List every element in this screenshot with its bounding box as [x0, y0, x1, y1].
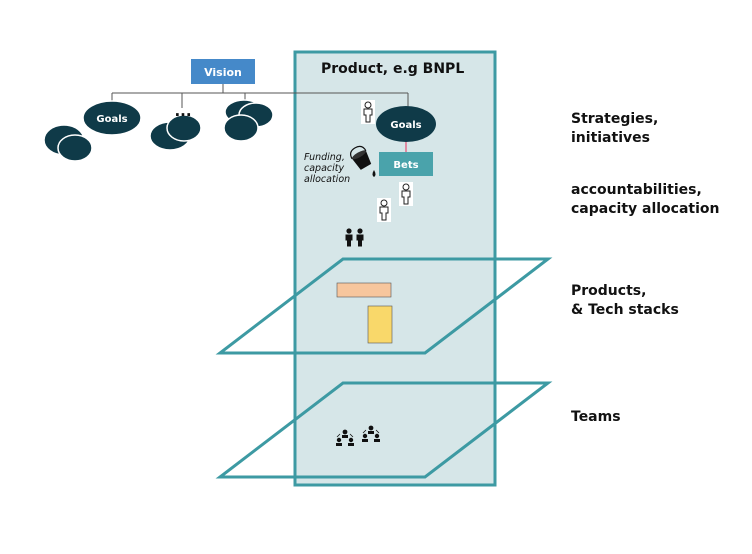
side-label-accountabilities: accountabilities, capacity allocation [571, 182, 720, 217]
hierarchy-connectors [111, 84, 409, 108]
bucket-drop [372, 170, 376, 177]
person-icon [376, 197, 392, 223]
goals-cluster-right [223, 99, 274, 142]
person-icon [398, 181, 414, 207]
goals-cluster-middle [149, 114, 202, 151]
bucket-icon [350, 145, 372, 170]
teams-plane [215, 381, 553, 479]
bets-box [379, 152, 433, 176]
side-label-teams: Teams [571, 409, 621, 425]
side-label-strategies: Strategies, initiatives [571, 111, 659, 146]
vision-box [191, 59, 255, 84]
side-label-products: Products, & Tech stacks [571, 283, 679, 318]
column-title: Product, e.g BNPL [321, 61, 465, 77]
vision-label: Vision [204, 66, 242, 79]
person-icon [360, 99, 376, 125]
bets-label: Bets [393, 160, 418, 171]
goals-label-right: Goals [390, 120, 421, 131]
product-goals-ellipse [376, 106, 436, 142]
products-plane [215, 257, 553, 355]
product-bar-yellow [367, 305, 393, 344]
funding-note: Funding, capacity allocation [304, 152, 351, 185]
goals-label-left: Goals [96, 114, 127, 125]
goals-cluster-left [43, 100, 142, 162]
ellipsis-text: ... [174, 102, 191, 120]
product-bar-orange [336, 282, 392, 298]
